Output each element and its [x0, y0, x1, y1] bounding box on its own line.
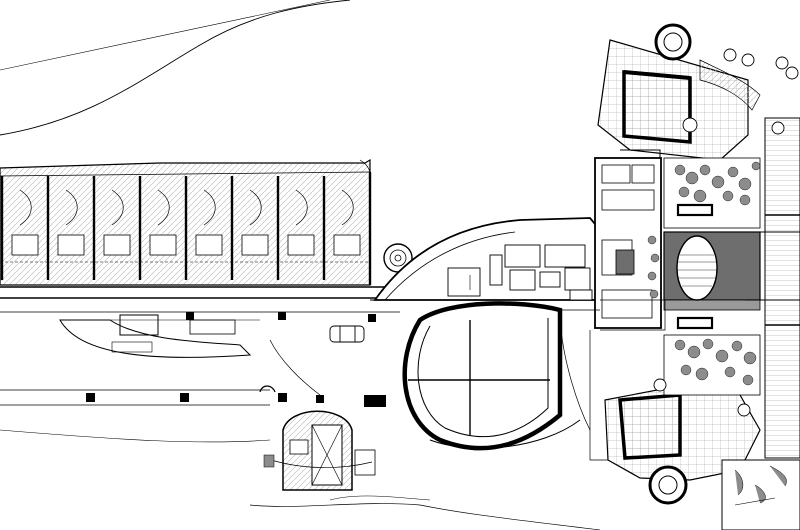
lower-pavilion — [604, 377, 761, 505]
terrain-contours — [0, 0, 601, 530]
trees — [653, 48, 799, 417]
guest-room-walls — [0, 172, 372, 285]
parked-car — [329, 325, 365, 343]
guest-room-furniture — [11, 234, 361, 256]
guest-room-wing — [0, 158, 372, 286]
lounge-terrace — [59, 314, 260, 358]
planted-beds — [647, 161, 761, 386]
site-linework — [259, 159, 666, 461]
upper-pavilion — [597, 23, 749, 161]
garden-feature — [721, 459, 800, 530]
entrance-pavilion — [263, 410, 376, 491]
guest-room-curves — [19, 189, 354, 226]
striped-terrace — [745, 117, 800, 459]
circular-court — [370, 299, 581, 451]
central-lobby — [373, 217, 601, 301]
central-courtyard — [663, 157, 761, 396]
